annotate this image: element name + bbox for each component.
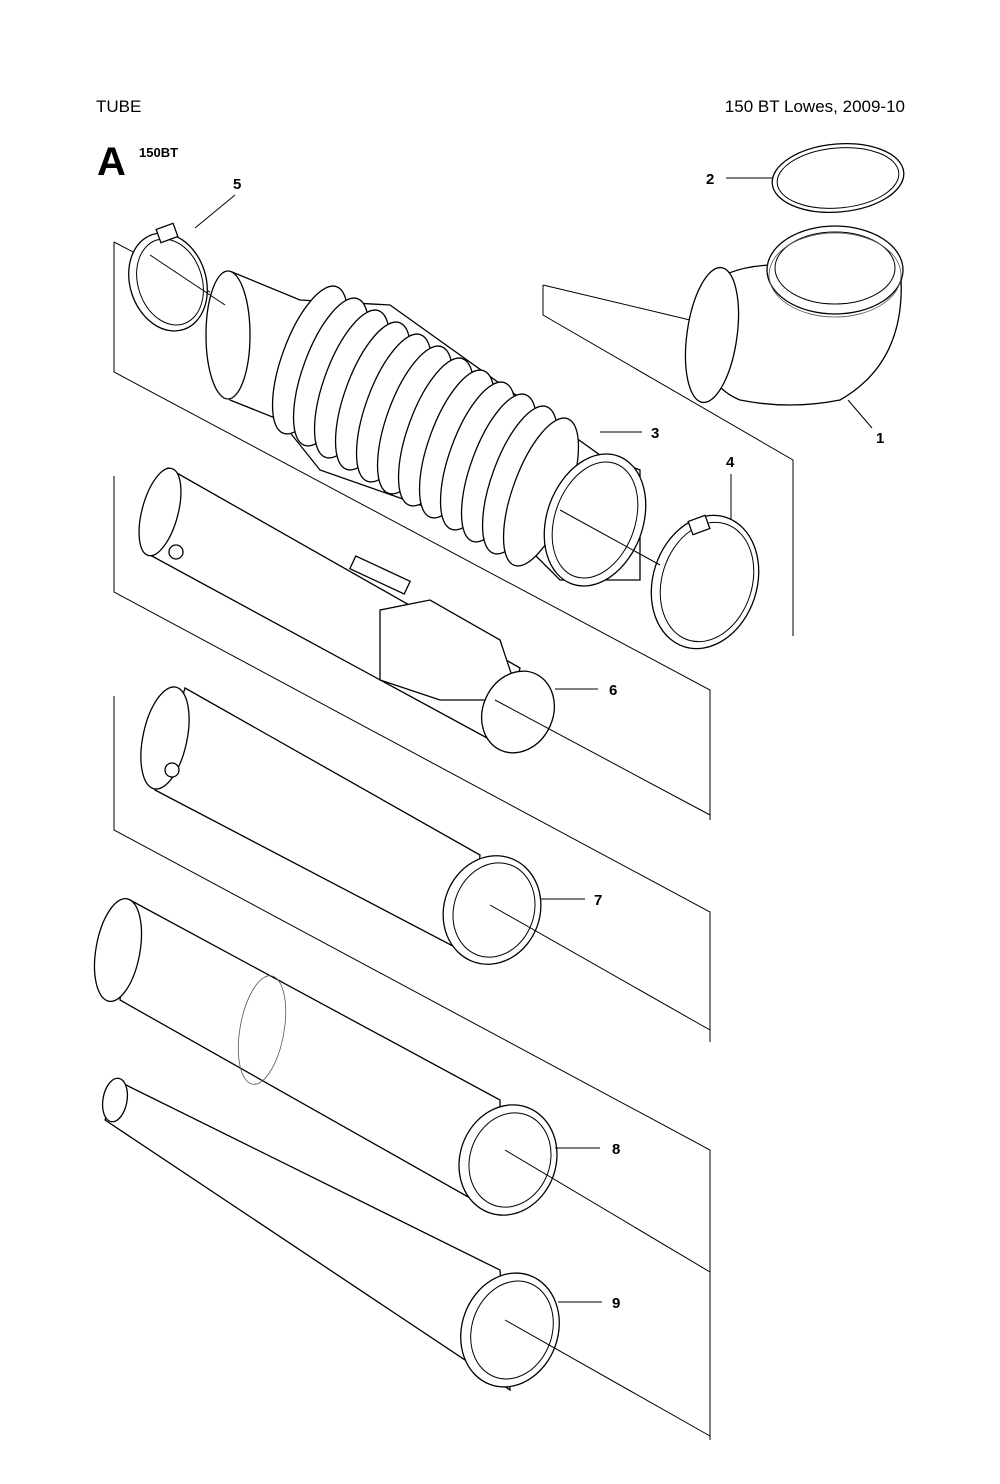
callout-5: 5 [233,176,241,193]
part-7-tube [140,686,542,965]
part-6-tube [138,466,555,754]
model-label: 150 BT Lowes, 2009-10 [724,97,905,116]
variant-label: 150BT [139,145,179,160]
part-9-tube [101,1077,560,1392]
part-5-clamp [128,222,208,332]
part-1-elbow [684,225,904,406]
part-4-clamp [650,514,760,650]
callout-7: 7 [594,892,602,909]
callout-4: 4 [726,454,735,471]
callout-2: 2 [706,171,714,188]
leader-lines [194,177,873,1303]
page-title: TUBE [96,97,142,116]
callout-9: 9 [612,1295,620,1312]
part-2-ring [771,142,905,214]
part-3-bellows [205,270,647,587]
callout-8: 8 [612,1141,620,1158]
callout-1: 1 [876,430,884,447]
callout-3: 3 [651,425,659,442]
center-lines [149,254,711,1437]
assembly-outlines [113,241,794,1440]
part-8-tube [93,897,558,1217]
callout-6: 6 [609,682,617,699]
section-letter: A [97,140,126,184]
